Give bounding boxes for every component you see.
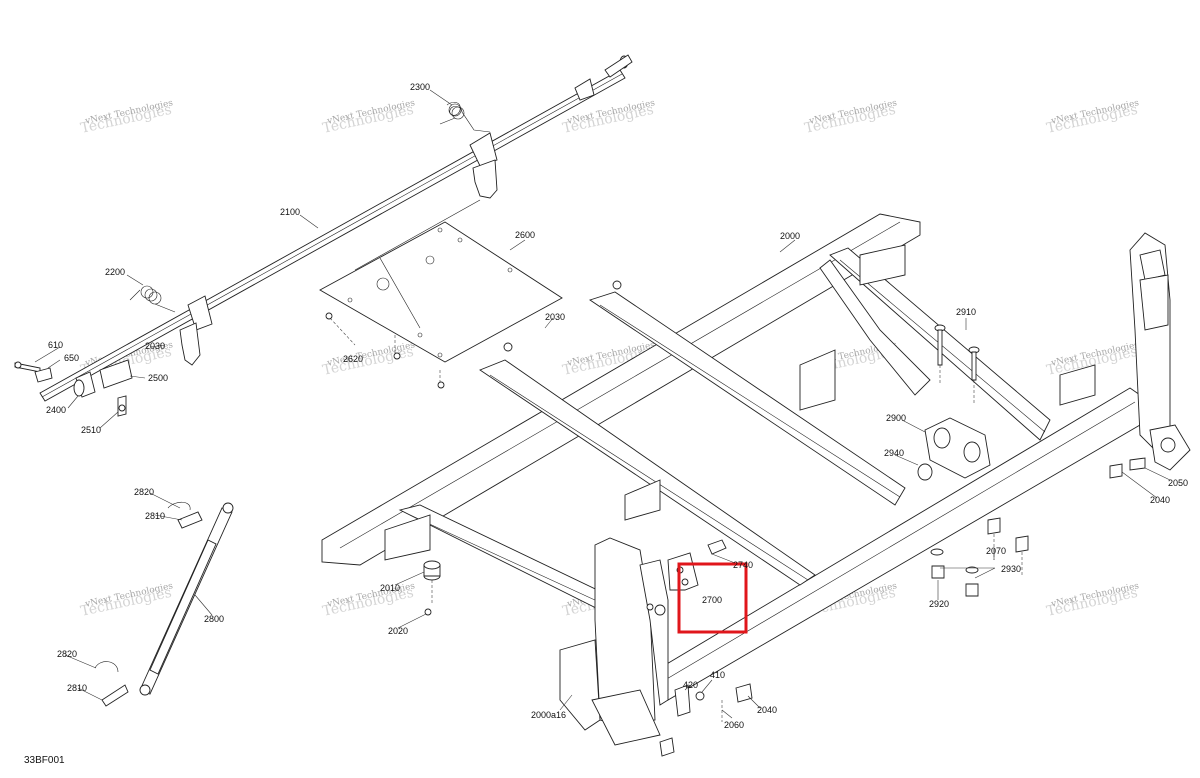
callout-2940[interactable]: 2940	[884, 448, 904, 458]
callout-2820[interactable]: 2820	[57, 649, 77, 659]
callout-2600[interactable]: 2600	[515, 230, 535, 240]
callout-2510[interactable]: 2510	[81, 425, 101, 435]
callout-2030[interactable]: 2030	[545, 312, 565, 322]
callout-420[interactable]: 420	[683, 680, 698, 690]
leader-lines	[34, 89, 1171, 719]
callout-2060[interactable]: 2060	[724, 720, 744, 730]
bolts-2910[interactable]	[934, 324, 980, 405]
tilt-bracket[interactable]	[917, 417, 991, 481]
front-fasteners[interactable]	[659, 683, 753, 757]
callout-2810[interactable]: 2810	[145, 511, 165, 521]
callout-2020[interactable]: 2020	[388, 626, 408, 636]
callout-2050[interactable]: 2050	[1168, 478, 1188, 488]
floor-plate[interactable]	[319, 199, 563, 363]
callout-2820[interactable]: 2820	[134, 487, 154, 497]
callout-2910[interactable]: 2910	[956, 307, 976, 317]
callout-2000[interactable]: 2000	[780, 231, 800, 241]
callout-650[interactable]: 650	[64, 353, 79, 363]
rubber-mount[interactable]	[423, 560, 441, 616]
callout-2700[interactable]: 2700	[702, 595, 722, 605]
callout-410[interactable]: 410	[710, 670, 725, 680]
highlight-box[interactable]	[677, 562, 748, 634]
callout-2620[interactable]: 2620	[343, 354, 363, 364]
callout-2200[interactable]: 2200	[105, 267, 125, 277]
callout-2500[interactable]: 2500	[148, 373, 168, 383]
callout-2030[interactable]: 2030	[145, 341, 165, 351]
callout-2900[interactable]: 2900	[886, 413, 906, 423]
callout-2000a16[interactable]: 2000a16	[531, 710, 566, 720]
diagram-code: 33BF001	[24, 755, 65, 766]
callout-2070[interactable]: 2070	[986, 546, 1006, 556]
callout-2800[interactable]: 2800	[204, 614, 224, 624]
callout-labels: 2300 2100 2200 2600 2000 2030 2030 610 6…	[46, 82, 1188, 730]
rear-fasteners[interactable]	[930, 457, 1146, 597]
callout-610[interactable]: 610	[48, 340, 63, 350]
shaft-end-hardware[interactable]	[14, 359, 133, 417]
callout-2040[interactable]: 2040	[757, 705, 777, 715]
spring-2300[interactable]	[439, 101, 491, 133]
callout-2300[interactable]: 2300	[410, 82, 430, 92]
plate-fasteners[interactable]	[325, 280, 622, 389]
main-frame[interactable]	[321, 213, 1191, 746]
callout-2400[interactable]: 2400	[46, 405, 66, 415]
tilt-shaft[interactable]	[39, 54, 633, 402]
callout-2740[interactable]: 2740	[733, 560, 753, 570]
callout-2040[interactable]: 2040	[1150, 495, 1170, 505]
callout-2920[interactable]: 2920	[929, 599, 949, 609]
callout-2810[interactable]: 2810	[67, 683, 87, 693]
gas-strut[interactable]	[94, 501, 234, 707]
callout-2100[interactable]: 2100	[280, 207, 300, 217]
callout-2010[interactable]: 2010	[380, 583, 400, 593]
callout-2930[interactable]: 2930	[1001, 564, 1021, 574]
spring-2200[interactable]	[129, 285, 176, 313]
